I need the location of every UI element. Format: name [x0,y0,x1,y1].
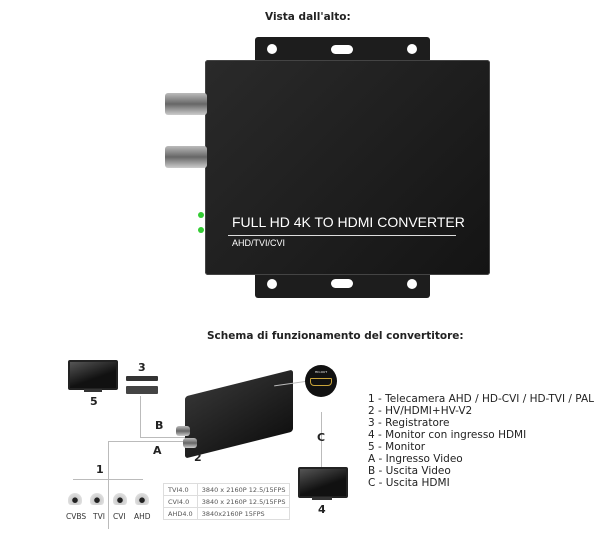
label-C: C [317,431,326,444]
camera-label: TVI [93,512,105,521]
device-sublabel: AHD/TVI/CVI [232,238,286,248]
legend-item: 5 - Monitor [368,441,426,453]
converter-device-icon [185,369,293,459]
device-label: FULL HD 4K TO HDMI CONVERTER [232,214,465,230]
cell: CVI4.0 [163,495,198,508]
monitor-4-icon [298,467,348,498]
bnc-connector-icon [165,93,207,115]
camera-label: AHD [134,512,151,521]
cell: TVI4.0 [163,483,198,496]
camera-label: CVBS [66,512,87,521]
bnc-connector-icon [176,426,190,436]
legend-item: 1 - Telecamera AHD / HD-CVI / HD-TVI / P… [368,393,594,405]
label-B: B [155,419,164,432]
converter-top-view: FULL HD 4K TO HDMI CONVERTER AHD/TVI/CVI [160,35,500,303]
cell: 3840 x 2160P 12.5/15FPS [196,483,291,496]
legend-item: A - Ingresso Video [368,453,463,465]
camera-tvi-icon [90,493,104,505]
cell: 3840x2160P 15FPS [196,507,291,520]
label-2: 2 [194,451,202,464]
legend-item: 3 - Registratore [368,417,450,429]
converter-body [205,60,490,275]
bnc-connector-icon [183,438,197,448]
top-view-title: Vista dall'alto: [265,11,351,23]
led-icon [198,212,204,218]
led-icon [198,227,204,233]
legend-item: B - Uscita Video [368,465,451,477]
monitor-5-icon [68,360,118,390]
label-3: 3 [138,361,146,374]
camera-cvbs-icon [68,493,82,505]
legend: 1 - Telecamera AHD / HD-CVI / HD-TVI / P… [368,393,594,489]
recorder-icon [126,376,158,381]
legend-item: 4 - Monitor con ingresso HDMI [368,429,527,441]
label-4: 4 [318,503,326,516]
hdmi-port-icon: HD-OUT [305,365,337,397]
label-5: 5 [90,395,98,408]
schema-title: Schema di funzionamento del convertitore… [207,330,464,342]
bnc-connector-icon [165,146,207,168]
legend-item: 2 - HV/HDMI+HV-V2 [368,405,473,417]
cell: 3840 x 2160P 12.5/15FPS [196,495,291,508]
camera-cvi-icon [113,493,127,505]
divider [228,235,456,236]
cell: AHD4.0 [163,507,198,520]
camera-label: CVI [113,512,126,521]
recorder-icon [126,386,158,394]
legend-item: C - Uscita HDMI [368,477,450,489]
label-A: A [153,444,162,457]
label-1: 1 [96,463,104,476]
camera-ahd-icon [135,493,149,505]
